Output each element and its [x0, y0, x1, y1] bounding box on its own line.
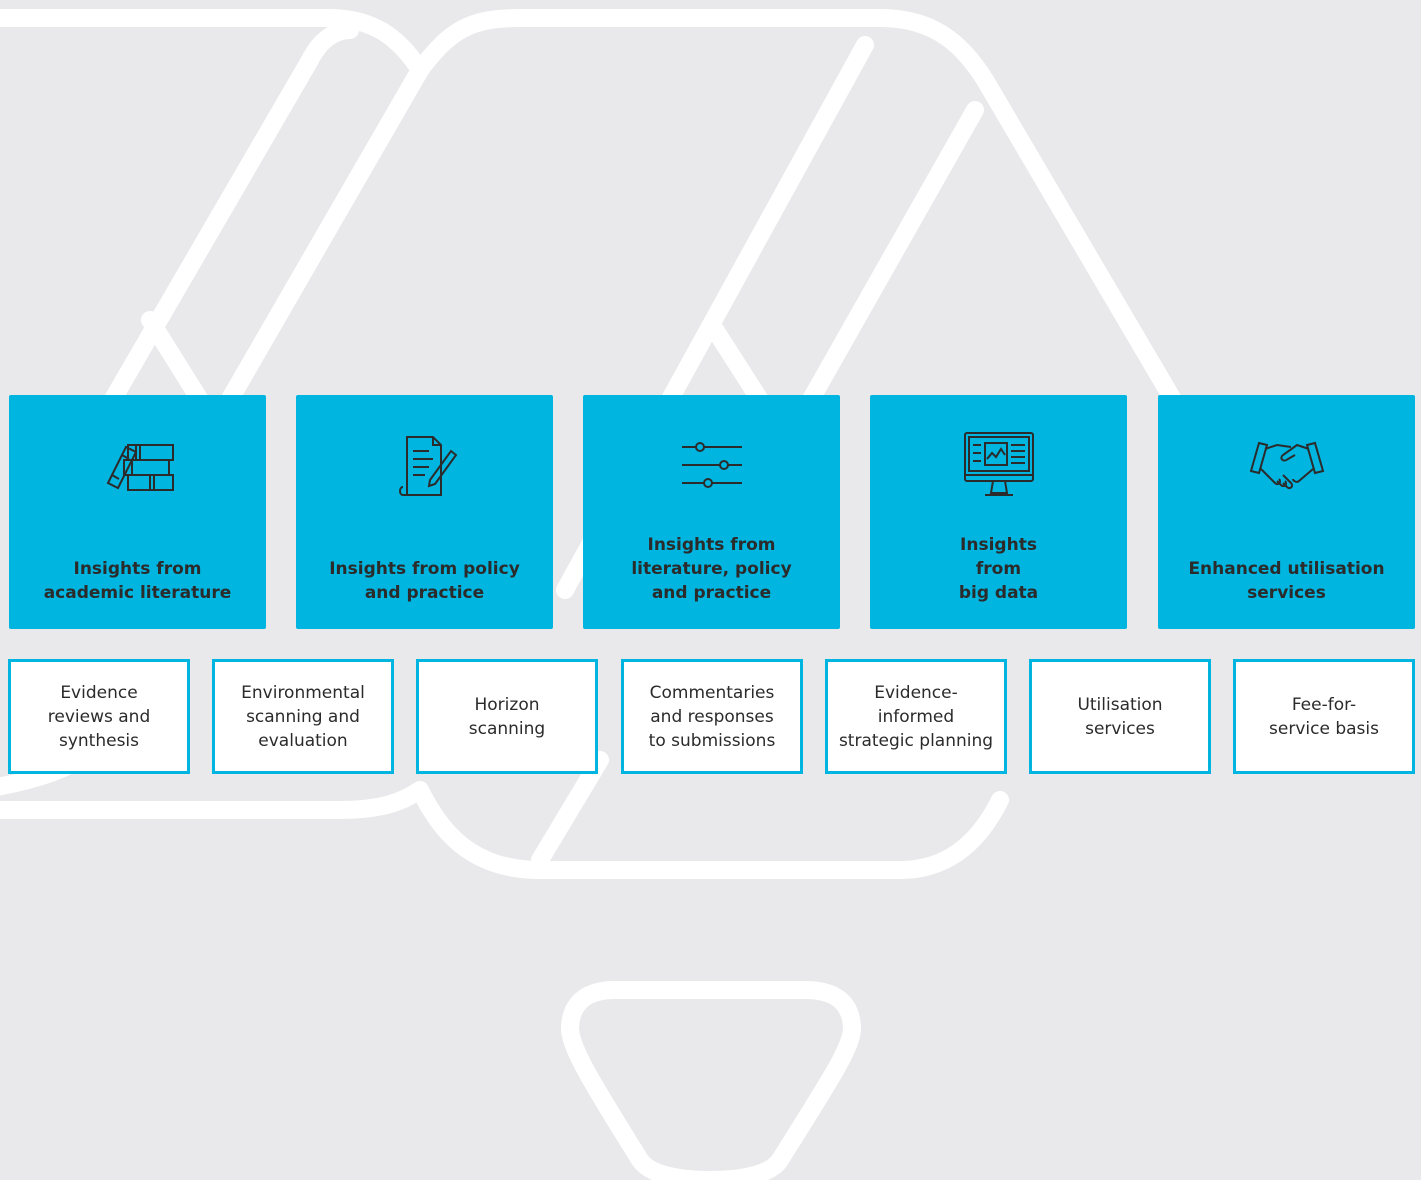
document-pen-icon [296, 425, 553, 505]
tile-policy-practice: Insights from policy and practice [296, 395, 553, 629]
box-label: Fee-for- service basis [1269, 694, 1379, 739]
tile-utilisation-services: Enhanced utilisation services [1158, 395, 1415, 629]
books-icon [9, 425, 266, 505]
tile-title: Insights from big data [958, 535, 1039, 603]
box-label: Evidence reviews and synthesis [47, 682, 151, 751]
tile-title: Insights from academic literature [43, 559, 232, 603]
handshake-icon [1158, 425, 1415, 505]
box-label: Evidence- informed strategic planning [838, 682, 994, 751]
tile-title: Insights from policy and practice [329, 559, 520, 603]
tile-literature-policy-practice: Insights from literature, policy and pra… [583, 395, 840, 629]
tile-big-data: Insights from big data [870, 395, 1127, 629]
tile-title: Enhanced utilisation services [1188, 559, 1385, 603]
box-label: Commentaries and responses to submission… [648, 682, 776, 751]
monitor-chart-icon [870, 425, 1127, 505]
box-evidence-reviews: Evidence reviews and synthesis [8, 659, 190, 774]
box-utilisation-services: Utilisation services [1029, 659, 1211, 774]
box-strategic-planning: Evidence- informed strategic planning [825, 659, 1007, 774]
box-label: Utilisation services [1077, 694, 1163, 739]
sliders-icon [583, 425, 840, 505]
tile-title: Insights from literature, policy and pra… [631, 535, 792, 603]
box-fee-for-service: Fee-for- service basis [1233, 659, 1415, 774]
box-label: Horizon scanning [468, 694, 546, 739]
tile-academic-literature: Insights from academic literature [9, 395, 266, 629]
box-horizon-scanning: Horizon scanning [416, 659, 598, 774]
box-commentaries: Commentaries and responses to submission… [621, 659, 803, 774]
box-environmental-scanning: Environmental scanning and evaluation [212, 659, 394, 774]
box-label: Environmental scanning and evaluation [241, 682, 365, 751]
